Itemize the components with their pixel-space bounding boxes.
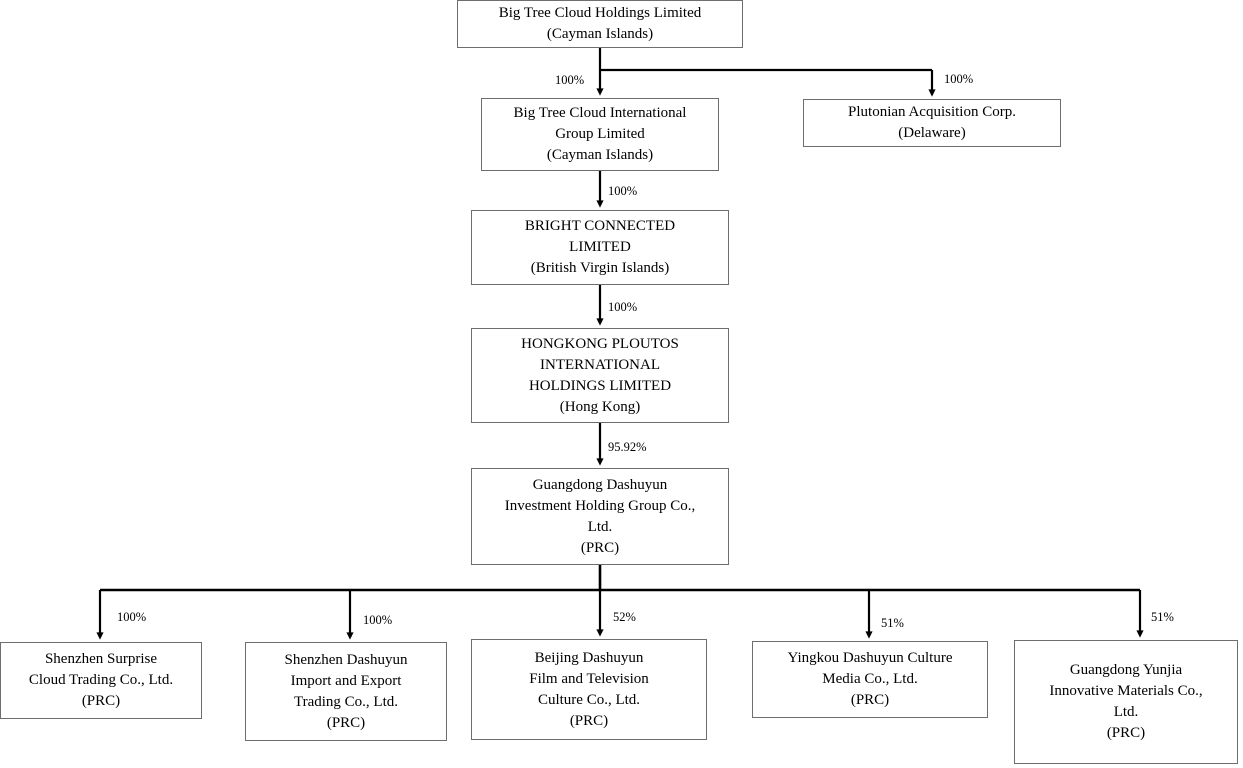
node-guangdong-dashuyun[interactable]: Guangdong Dashuyun Investment Holding Gr… [471,468,729,565]
node-label: Guangdong Dashuyun Investment Holding Gr… [504,476,696,556]
edge-label-guangdong-to-yingkou: 51% [881,616,904,630]
edge-label-holdings-to-plutonian: 100% [944,72,974,86]
node-label: Big Tree Cloud International Group Limit… [513,105,687,163]
node-hongkong-ploutos[interactable]: HONGKONG PLOUTOS INTERNATIONAL HOLDINGS … [471,328,729,423]
edge-label-international-to-bright: 100% [608,184,638,198]
edge-label-guangdong-to-shenzhen-surprise: 100% [117,610,147,624]
node-label: BRIGHT CONNECTED LIMITED (British Virgin… [524,218,676,276]
edge-label-guangdong-to-yunjia: 51% [1151,610,1174,624]
node-label: HONGKONG PLOUTOS INTERNATIONAL HOLDINGS … [521,335,679,415]
node-label: Yingkou Dashuyun Culture Media Co., Ltd.… [787,650,953,708]
edge-label-holdings-to-international: 100% [555,73,585,87]
edge-label-guangdong-to-shenzhen-import: 100% [363,613,393,627]
node-yingkou-dashuyun-culture-media[interactable]: Yingkou Dashuyun Culture Media Co., Ltd.… [752,641,988,718]
node-label: Shenzhen Dashuyun Import and Export Trad… [284,651,408,731]
edge-label-ploutos-to-guangdong: 95.92% [608,440,647,454]
node-guangdong-yunjia[interactable]: Guangdong Yunjia Innovative Materials Co… [1014,640,1238,764]
node-label: Plutonian Acquisition Corp. (Delaware) [848,104,1016,141]
node-shenzhen-surprise-cloud[interactable]: Shenzhen Surprise Cloud Trading Co., Ltd… [0,642,202,719]
node-big-tree-cloud-holdings[interactable]: Big Tree Cloud Holdings Limited (Cayman … [457,0,743,48]
node-beijing-dashuyun-film-tv[interactable]: Beijing Dashuyun Film and Television Cul… [471,639,707,740]
node-bright-connected-limited[interactable]: BRIGHT CONNECTED LIMITED (British Virgin… [471,210,729,285]
node-plutonian-acquisition-corp[interactable]: Plutonian Acquisition Corp. (Delaware) [803,99,1061,147]
node-label: Beijing Dashuyun Film and Television Cul… [529,649,649,729]
node-label: Big Tree Cloud Holdings Limited (Cayman … [498,5,702,42]
node-shenzhen-dashuyun-import-export[interactable]: Shenzhen Dashuyun Import and Export Trad… [245,642,447,741]
node-big-tree-cloud-international[interactable]: Big Tree Cloud International Group Limit… [481,98,719,171]
node-label: Guangdong Yunjia Innovative Materials Co… [1049,662,1203,741]
edge-label-guangdong-to-beijing: 52% [613,610,636,624]
node-label: Shenzhen Surprise Cloud Trading Co., Ltd… [28,651,174,709]
edge-label-bright-to-ploutos: 100% [608,300,638,314]
